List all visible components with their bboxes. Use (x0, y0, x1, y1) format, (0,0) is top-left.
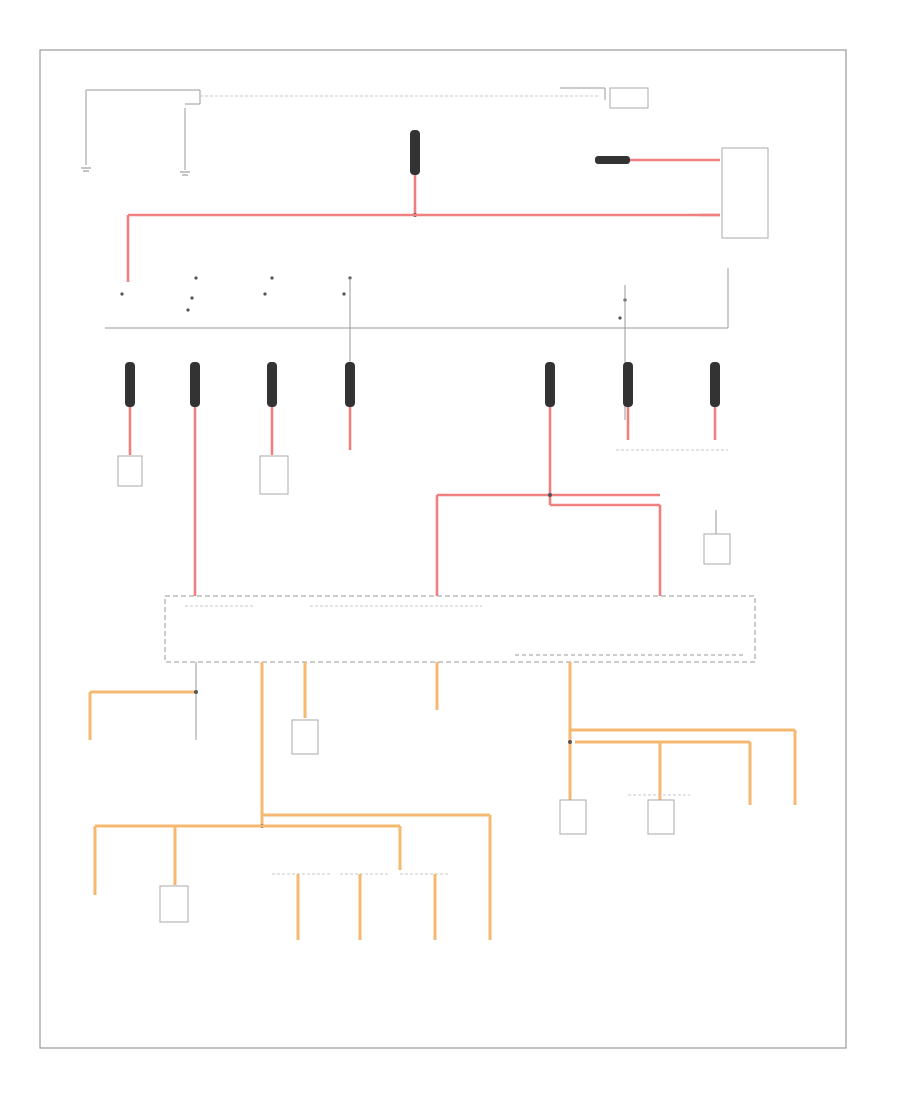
ignition-load-circuits (117, 407, 728, 596)
generator-section (595, 147, 769, 239)
fuse-block-feed (435, 493, 731, 596)
accessory-circuits (88, 662, 797, 940)
fusible-link-main (410, 130, 420, 217)
fuse-block (164, 595, 756, 663)
diagram-frame (39, 49, 847, 1049)
ignition-fuse-row (125, 362, 720, 407)
battery-section (81, 87, 649, 176)
battery-feed-bus (126, 213, 720, 282)
